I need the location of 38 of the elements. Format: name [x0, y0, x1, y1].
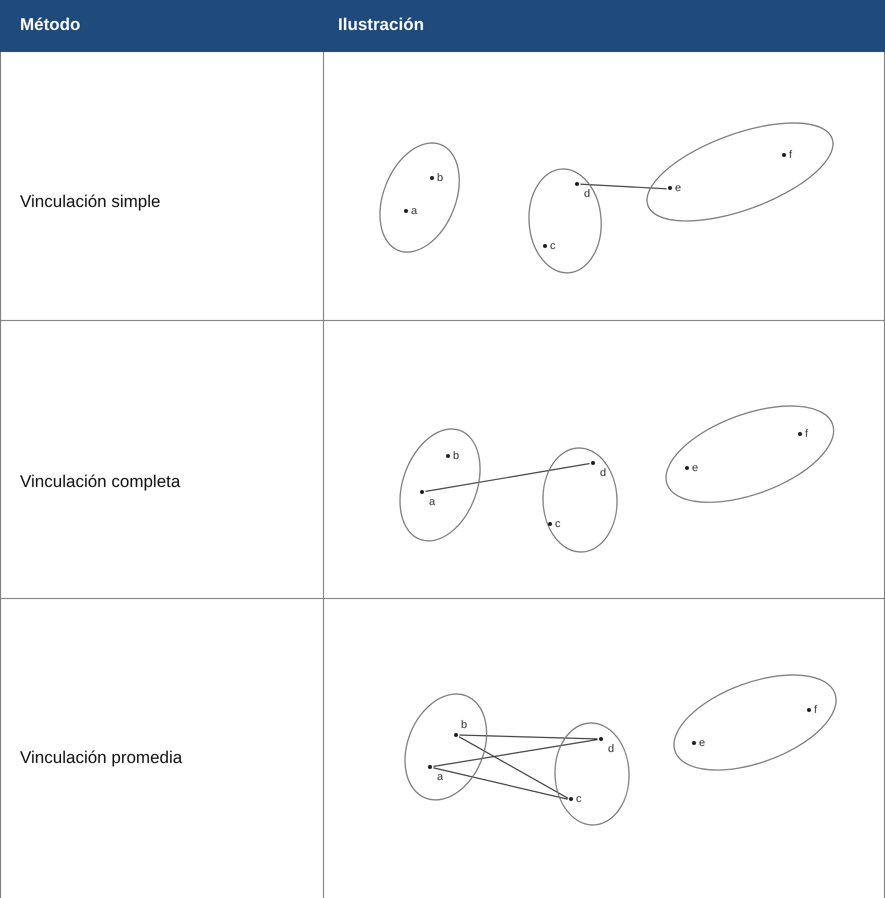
point-label: f	[804, 428, 808, 440]
point-label: b	[436, 172, 444, 184]
point-label: b	[460, 718, 468, 731]
point-label: d	[600, 466, 606, 479]
point-label: a	[410, 204, 418, 217]
cluster-ellipse	[378, 141, 462, 255]
point-label: e	[692, 462, 698, 474]
link-line	[433, 767, 568, 800]
point-label: c	[576, 792, 582, 805]
link-line	[425, 463, 590, 492]
link-line	[458, 736, 568, 799]
point-label: a	[428, 496, 436, 508]
cluster-ellipse	[672, 673, 838, 772]
link-line	[459, 734, 598, 740]
point-label: c	[554, 518, 560, 530]
cluster-ellipse	[552, 721, 631, 827]
method-name: Vinculación simple	[20, 192, 160, 212]
cluster-ellipse	[644, 121, 835, 223]
point-label: d	[584, 188, 590, 200]
method-name: Vinculación completa	[20, 472, 180, 492]
column-heading: Método	[20, 15, 80, 35]
column-heading: Ilustración	[338, 15, 424, 35]
point-label: c	[550, 240, 556, 252]
point-label: f	[814, 704, 818, 716]
point-label: a	[436, 770, 444, 783]
cluster-ellipse	[664, 404, 836, 504]
point-label: b	[452, 450, 460, 462]
point-label: e	[698, 736, 706, 749]
cluster-ellipse	[540, 446, 619, 554]
cluster-ellipse	[526, 167, 604, 275]
cluster-ellipse	[398, 427, 482, 543]
link-line	[580, 184, 667, 190]
point-label: f	[788, 148, 792, 161]
method-name: Vinculación promedia	[20, 748, 182, 768]
point-label: e	[674, 182, 682, 194]
cluster-ellipse	[403, 692, 489, 802]
link-line	[433, 739, 598, 767]
point-label: d	[608, 742, 614, 755]
